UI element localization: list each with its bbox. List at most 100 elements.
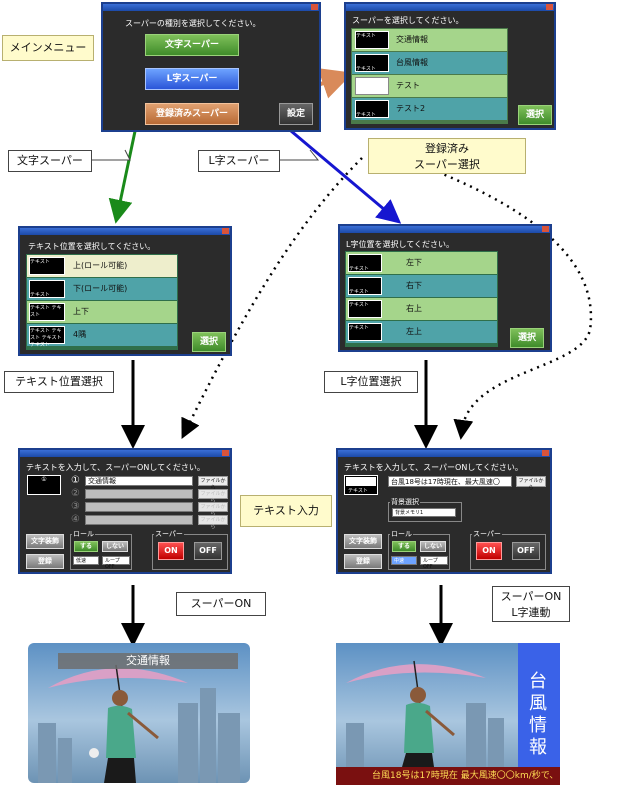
settings-button[interactable]: 設定 bbox=[279, 103, 313, 125]
list-item[interactable]: 左上 bbox=[346, 321, 497, 343]
registered-select-line-2: スーパー選択 bbox=[414, 158, 480, 171]
bg-group bbox=[388, 502, 462, 522]
close-icon[interactable] bbox=[542, 450, 549, 456]
select-button[interactable]: 選択 bbox=[518, 105, 552, 125]
list-item[interactable]: 右上 bbox=[346, 298, 497, 320]
roll-off-button[interactable]: しない bbox=[420, 541, 446, 552]
thumbnail: テキスト bbox=[29, 257, 65, 275]
thumbnail: テキスト bbox=[348, 254, 382, 272]
text-field-4[interactable] bbox=[85, 515, 193, 525]
thumbnail: テキスト bbox=[348, 323, 382, 341]
l-pos-select-label: L字位置選択 bbox=[324, 371, 418, 393]
list-item[interactable]: 台風情報 bbox=[352, 52, 507, 74]
thumbnail: テキスト bbox=[29, 280, 65, 298]
super-on-label: スーパーON bbox=[176, 592, 266, 616]
text-field-2[interactable] bbox=[85, 489, 193, 499]
text-field-3[interactable] bbox=[85, 502, 193, 512]
l-side-bar bbox=[518, 643, 560, 767]
super-label: スーパー bbox=[154, 529, 184, 539]
registered-select-label: 登録済み スーパー選択 bbox=[368, 138, 526, 174]
roll-group bbox=[70, 534, 132, 570]
super-on-l-label: スーパーON L字連動 bbox=[492, 586, 570, 622]
caption-bar: 交通情報 bbox=[58, 653, 238, 669]
thumbnail: テキスト テキスト bbox=[29, 303, 65, 321]
l-side-text: 台風情報 bbox=[529, 671, 547, 758]
list-item[interactable]: 右下 bbox=[346, 275, 497, 297]
register-button[interactable]: 登録 bbox=[26, 554, 64, 569]
thumb-text: テキスト bbox=[348, 488, 368, 494]
list-item[interactable]: 左下 bbox=[346, 252, 497, 274]
registered-prompt: スーパーを選択してください。 bbox=[352, 16, 464, 25]
super-on-l-line-1: スーパーON bbox=[500, 590, 562, 603]
text-pos-select-label: テキスト位置選択 bbox=[4, 371, 114, 393]
speed-select[interactable]: 低速 bbox=[73, 556, 99, 565]
super-off-button[interactable]: OFF bbox=[512, 542, 540, 560]
file-button[interactable]: ファイルから bbox=[198, 476, 228, 491]
main-menu-label: メインメニュー bbox=[2, 35, 94, 61]
file-button[interactable]: ファイルから bbox=[198, 515, 228, 530]
text-input-label: テキスト入力 bbox=[240, 495, 332, 527]
text-super-button[interactable]: 文字スーパー bbox=[145, 34, 239, 56]
roll-label: ロール bbox=[390, 529, 413, 539]
roll-on-button[interactable]: する bbox=[74, 541, 98, 552]
list-item[interactable]: テスト bbox=[352, 75, 507, 97]
thumbnail: テキスト bbox=[355, 31, 389, 49]
register-button[interactable]: 登録 bbox=[344, 554, 382, 569]
super-on-button[interactable]: ON bbox=[476, 542, 502, 560]
super-off-button[interactable]: OFF bbox=[194, 542, 222, 560]
file-button[interactable]: ファイルから bbox=[198, 489, 228, 504]
circled-number: ③ bbox=[71, 501, 80, 512]
text-position-window: テキスト位置を選択してください。 上(ロール可能) 下(ロール可能) 上下 4隅… bbox=[18, 226, 232, 356]
decorate-button[interactable]: 文字装飾 bbox=[344, 534, 382, 549]
super-on-l-line-2: L字連動 bbox=[511, 606, 551, 619]
thumbnail: テキスト bbox=[348, 300, 382, 318]
select-button[interactable]: 選択 bbox=[192, 332, 226, 352]
text-position-prompt: テキスト位置を選択してください。 bbox=[28, 242, 156, 251]
super-on-button[interactable]: ON bbox=[158, 542, 184, 560]
circled-number: ① bbox=[71, 475, 80, 486]
file-button[interactable]: ファイルから bbox=[198, 502, 228, 517]
text-input-window-left: テキストを入力して、スーパーONしてください。 ① ① ② ③ ④ 交通情報 フ… bbox=[18, 448, 232, 574]
title-bar bbox=[346, 4, 554, 11]
loop-select[interactable]: ループOFF bbox=[420, 556, 448, 570]
select-button[interactable]: 選択 bbox=[510, 328, 544, 348]
bg-label: 背景選択 bbox=[390, 497, 420, 507]
main-menu-prompt: スーパーの種別を選択してください。 bbox=[125, 19, 261, 28]
file-button[interactable]: ファイルから bbox=[516, 476, 546, 491]
title-bar bbox=[103, 4, 319, 11]
title-bar bbox=[338, 450, 550, 457]
close-icon[interactable] bbox=[542, 226, 549, 232]
title-bar bbox=[340, 226, 550, 233]
umbrella-woman-illustration bbox=[38, 664, 240, 783]
roll-label: ロール bbox=[72, 529, 95, 539]
roll-on-button[interactable]: する bbox=[392, 541, 416, 552]
roll-off-button[interactable]: しない bbox=[102, 541, 128, 552]
speed-select[interactable]: 中速 bbox=[391, 556, 417, 565]
text-super-label: 文字スーパー bbox=[8, 150, 92, 172]
l-bottom-bar: 台風18号は17時現在 最大風速〇〇km/秒で、 bbox=[336, 767, 560, 785]
l-position-prompt: L字位置を選択してください。 bbox=[346, 240, 454, 249]
l-super-button[interactable]: L字スーパー bbox=[145, 68, 239, 90]
circled-number: ② bbox=[71, 488, 80, 499]
decorate-button[interactable]: 文字装飾 bbox=[26, 534, 64, 549]
list-item[interactable]: 交通情報 bbox=[352, 29, 507, 51]
registered-super-button[interactable]: 登録済みスーパー bbox=[145, 103, 239, 125]
text-field-1[interactable]: 台風18号は17時現在、最大風速〇 bbox=[388, 476, 512, 487]
thumbnail: テキスト bbox=[348, 277, 382, 295]
output-preview-left: 交通情報 bbox=[28, 643, 250, 783]
text-input-window-right: テキストを入力して、スーパーONしてください。 テキスト 台風18号は17時現在… bbox=[336, 448, 552, 574]
text-field-1[interactable]: 交通情報 bbox=[85, 476, 193, 486]
close-icon[interactable] bbox=[546, 4, 553, 10]
thumbnail: テキスト bbox=[355, 54, 389, 72]
super-group bbox=[152, 534, 228, 570]
close-icon[interactable] bbox=[222, 228, 229, 234]
list-item[interactable]: テスト2 bbox=[352, 98, 507, 120]
loop-select[interactable]: ループOFF bbox=[102, 556, 130, 570]
bg-select[interactable]: 背景メモリ1 bbox=[392, 508, 456, 517]
close-icon[interactable] bbox=[311, 4, 318, 10]
text-input-prompt: テキストを入力して、スーパーONしてください。 bbox=[26, 463, 205, 472]
roll-group bbox=[388, 534, 450, 570]
close-icon[interactable] bbox=[222, 450, 229, 456]
l-position-window: L字位置を選択してください。 左下 右下 右上 左上 テキスト テキスト テキス… bbox=[338, 224, 552, 352]
super-label: スーパー bbox=[472, 529, 502, 539]
